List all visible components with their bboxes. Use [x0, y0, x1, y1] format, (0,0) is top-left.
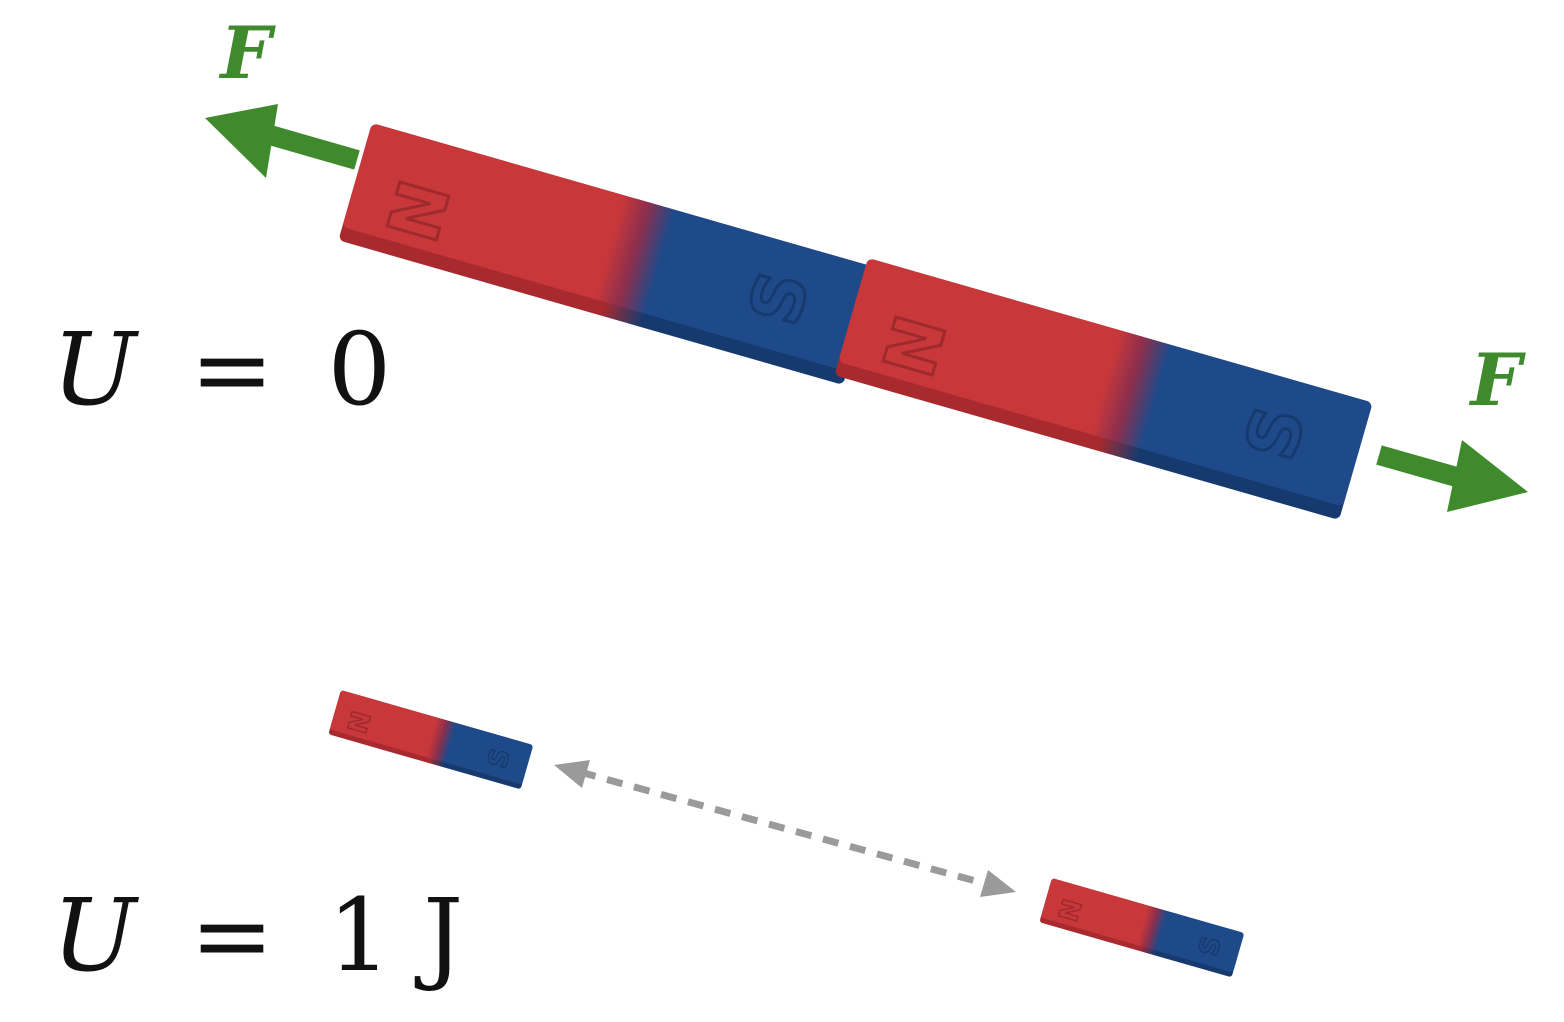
- energy-equation-joined: U = 0: [52, 311, 391, 428]
- magnet-small-right-body: [1041, 878, 1244, 972]
- energy-symbol: U: [52, 877, 140, 994]
- magnet-left: N S: [339, 124, 876, 384]
- magnet-small-right: N S: [1040, 878, 1244, 977]
- energy-value: 0: [328, 311, 392, 428]
- force-arrow-icon: [1376, 440, 1528, 512]
- energy-value: 1 J: [328, 877, 464, 994]
- magnet-right: N S: [835, 259, 1372, 519]
- force-arrow-icon: [205, 104, 360, 178]
- magnet-small-left-body: [330, 690, 533, 784]
- double-headed-dashed-arrow-icon: [554, 760, 1016, 897]
- magnet-small-left: N S: [329, 690, 533, 789]
- magnet-left-body: [343, 124, 876, 371]
- joined-magnets: N S N S: [339, 124, 1372, 519]
- force-arrow-left: F: [205, 10, 360, 178]
- force-arrow-right: F: [1376, 337, 1528, 512]
- energy-symbol: U: [52, 311, 140, 428]
- equals-sign: =: [190, 877, 274, 994]
- force-label-right: F: [1468, 337, 1526, 422]
- equals-sign: =: [190, 311, 274, 428]
- energy-equation-separated: U = 1 J: [52, 877, 463, 994]
- magnet-right-body: [839, 259, 1372, 506]
- force-label-left: F: [218, 10, 276, 95]
